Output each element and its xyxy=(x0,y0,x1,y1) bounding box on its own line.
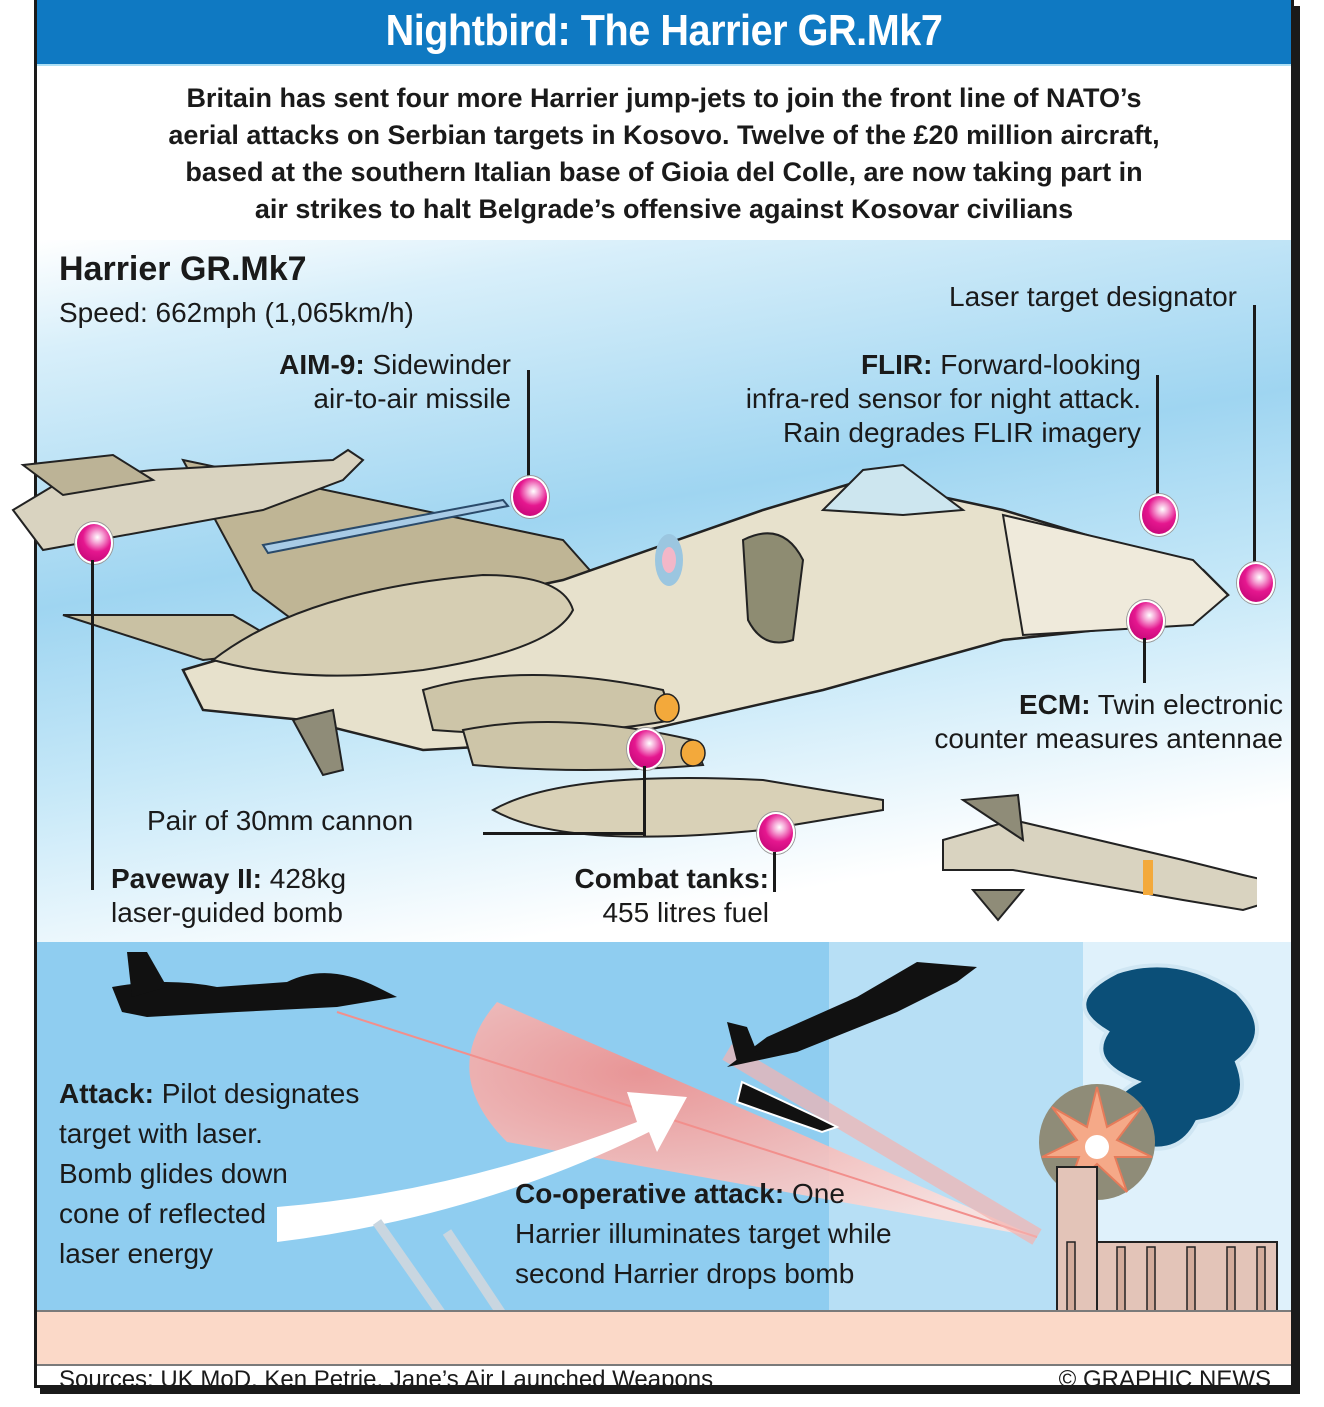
intro-line: aerial attacks on Serbian targets in Kos… xyxy=(168,120,1160,150)
cannon-callout: Pair of 30mm cannon xyxy=(147,805,414,836)
intake xyxy=(741,532,805,644)
attack-callout: Attack: Pilot designates target with las… xyxy=(59,1074,359,1274)
coop-text: One xyxy=(784,1178,845,1209)
aim9-leader xyxy=(527,370,530,480)
attack-text: laser energy xyxy=(59,1238,214,1269)
laser-callout: Laser target designator xyxy=(949,281,1237,312)
attack-label: Attack: xyxy=(59,1078,154,1109)
falling-bomb xyxy=(735,1080,840,1134)
flir-text: infra-red sensor for night attack. xyxy=(745,383,1141,414)
ground-strip xyxy=(37,1310,1291,1366)
laser-cone xyxy=(469,1002,1037,1237)
aim9-callout: AIM-9: Sidewinder air-to-air missile xyxy=(279,348,511,416)
tanks-callout: Combat tanks: 455 litres fuel xyxy=(575,862,769,930)
coop-text: Harrier illuminates target while xyxy=(515,1218,892,1249)
flir-text: Forward-looking xyxy=(932,349,1141,380)
nose-cone xyxy=(1001,513,1230,637)
harrier-illustration xyxy=(11,448,1257,922)
aim9-label: AIM-9: xyxy=(279,349,365,380)
tanks-text: 455 litres fuel xyxy=(602,897,769,928)
laser-pin[interactable] xyxy=(1237,562,1275,604)
flir-callout: FLIR: Forward-looking infra-red sensor f… xyxy=(746,348,1141,450)
coop-label: Co-operative attack: xyxy=(515,1178,785,1209)
intro-line: based at the southern Italian base of Gi… xyxy=(185,157,1143,187)
ecm-label: ECM: xyxy=(1018,689,1091,720)
sam-missile xyxy=(372,1219,452,1325)
ecm-text: counter measures antennae xyxy=(934,723,1283,754)
paveway-text: laser-guided bomb xyxy=(111,897,343,928)
sidewinder-missile xyxy=(261,498,510,555)
harrier-silhouette-left xyxy=(112,973,397,1017)
sources-text: Sources: UK MoD, Ken Petrie, Jane’s Air … xyxy=(59,1366,714,1393)
intro-text: Britain has sent four more Harrier jump-… xyxy=(37,80,1291,228)
intro-line: air strikes to halt Belgrade’s offensive… xyxy=(254,194,1074,224)
infographic-frame: Nightbird: The Harrier GR.Mk7 Britain ha… xyxy=(11,0,1294,1393)
combat-tank xyxy=(490,777,884,838)
paveway-text: 428kg xyxy=(261,863,347,894)
ecm-leader xyxy=(1143,638,1146,683)
glide-arrow xyxy=(277,1092,687,1242)
aim9-text: air-to-air missile xyxy=(313,383,511,414)
cannon-leader xyxy=(643,766,646,836)
cannon-pin[interactable] xyxy=(627,728,665,770)
title-bar: Nightbird: The Harrier GR.Mk7 xyxy=(37,0,1291,66)
paveway-leader xyxy=(91,560,94,890)
ecm-pin[interactable] xyxy=(1127,600,1165,642)
ecm-callout: ECM: Twin electronic counter measures an… xyxy=(934,688,1283,756)
laser-beam-high xyxy=(722,1044,1042,1245)
ecm-text: Twin electronic xyxy=(1090,689,1283,720)
attack-text: Pilot designates xyxy=(153,1078,360,1109)
attack-text: Bomb glides down xyxy=(59,1158,288,1189)
paveway-pin[interactable] xyxy=(75,522,113,564)
page-title: Nightbird: The Harrier GR.Mk7 xyxy=(385,6,943,55)
canopy xyxy=(820,463,966,517)
copyright-text: © GRAPHIC NEWS xyxy=(1058,1366,1271,1393)
intro-line: Britain has sent four more Harrier jump-… xyxy=(186,83,1142,113)
aircraft-name: Harrier GR.Mk7 xyxy=(59,250,307,288)
tanks-label: Combat tanks: xyxy=(574,863,769,894)
paveway-label: Paveway II: xyxy=(111,863,262,894)
cannon-leader-h xyxy=(483,832,646,835)
flir-label: FLIR: xyxy=(860,349,933,380)
paveway-bomb xyxy=(942,818,1257,912)
aircraft-speed: Speed: 662mph (1,065km/h) xyxy=(59,297,414,328)
harrier-silhouette-right xyxy=(727,962,977,1067)
attack-text: cone of reflected xyxy=(59,1198,267,1229)
aim9-text: Sidewinder xyxy=(364,349,511,380)
laser-beam-low xyxy=(336,1011,1038,1238)
laser-leader xyxy=(1253,305,1256,575)
tanks-pin[interactable] xyxy=(757,812,795,854)
flir-text: Rain degrades FLIR imagery xyxy=(783,417,1141,448)
coop-callout: Co-operative attack: One Harrier illumin… xyxy=(515,1174,892,1294)
flir-pin[interactable] xyxy=(1140,494,1178,536)
fuel-tank xyxy=(210,573,575,677)
tanks-leader xyxy=(773,852,776,892)
flir-leader xyxy=(1156,375,1159,495)
coop-text: second Harrier drops bomb xyxy=(515,1258,855,1289)
attack-text: target with laser. xyxy=(59,1118,263,1149)
aim9-pin[interactable] xyxy=(511,476,549,518)
paveway-callout: Paveway II: 428kg laser-guided bomb xyxy=(111,862,346,930)
